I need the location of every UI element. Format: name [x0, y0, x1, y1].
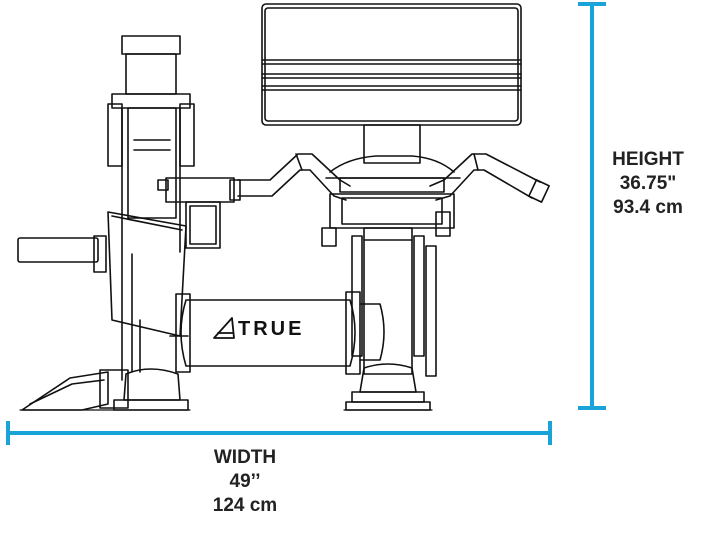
brand-wordmark: TRUE	[238, 318, 305, 340]
true-logo-mark	[213, 317, 235, 339]
crank-arm	[157, 177, 241, 249]
height-metric: 93.4 cm	[613, 196, 683, 218]
right-base	[345, 391, 431, 411]
width-metric: 124 cm	[212, 494, 278, 516]
left-tower	[107, 35, 195, 381]
width-label: WIDTH 49’’ 124 cm	[180, 446, 310, 517]
width-title: WIDTH	[213, 447, 277, 468]
front-shroud	[107, 211, 187, 337]
height-title: HEIGHT	[612, 149, 684, 170]
height-label: HEIGHT 36.75" 93.4 cm	[592, 148, 704, 219]
left-foot-peg	[17, 235, 107, 273]
width-imperial: 49’’	[229, 470, 261, 492]
seat-pad	[261, 3, 522, 126]
center-column	[321, 193, 455, 393]
seat-post	[325, 124, 461, 193]
main-beam	[169, 291, 385, 375]
handlebars	[237, 153, 550, 203]
height-imperial: 36.75"	[619, 172, 677, 194]
